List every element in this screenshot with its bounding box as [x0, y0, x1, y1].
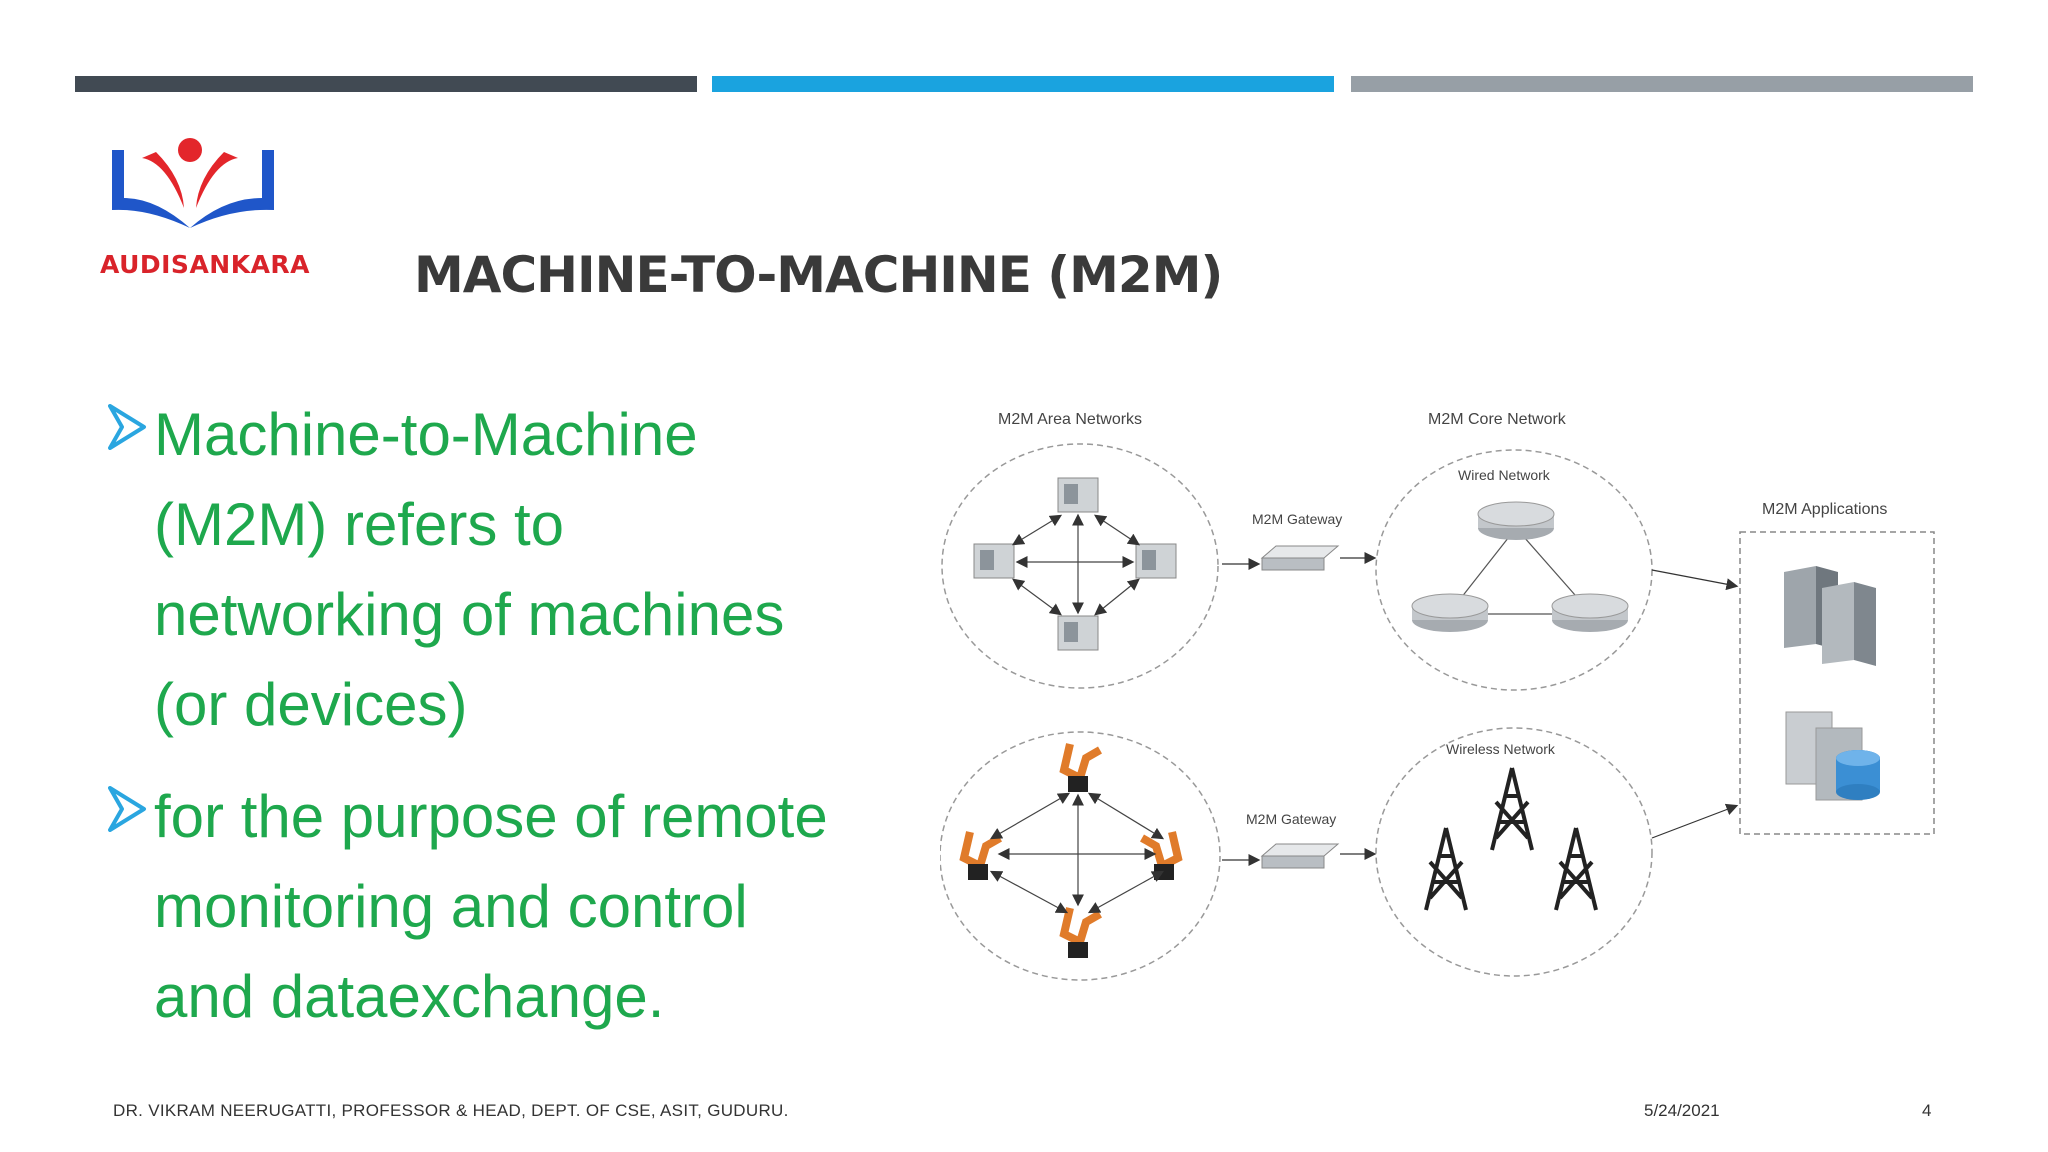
logo-text: AUDISANKARA — [100, 250, 311, 279]
applications-box — [1739, 531, 1935, 835]
cell-tower-icon — [1490, 767, 1534, 851]
bullet-item: for the purpose of remote monitoring and… — [108, 772, 908, 1042]
applications-label: M2M Applications — [1762, 501, 1887, 518]
gateway-device-icon — [1260, 545, 1340, 571]
robot-icon — [1059, 743, 1102, 792]
gateway-device-icon — [1260, 843, 1340, 869]
server-icon — [1784, 566, 1876, 666]
top-bar-blue — [712, 76, 1334, 92]
robot-links — [989, 792, 1165, 914]
arrow-bullet-icon — [108, 404, 146, 450]
cell-tower-icon — [1424, 827, 1468, 911]
wireless-network-circle — [1375, 727, 1653, 977]
router-icon — [1477, 501, 1555, 540]
core-network-label: M2M Core Network — [1428, 411, 1567, 428]
area-network-circle-robots — [940, 731, 1221, 981]
wired-network-label: Wired Network — [1458, 467, 1551, 483]
m2m-architecture-diagram: M2M Area Networks M2M Core Network Wired… — [940, 411, 1935, 981]
top-bar-gray — [1351, 76, 1973, 92]
arrow-bullet-icon — [108, 786, 146, 832]
robot-icon — [959, 831, 1002, 880]
wireless-network-label: Wireless Network — [1446, 741, 1556, 757]
area-networks-label: M2M Area Networks — [998, 411, 1142, 428]
gateway-top-label: M2M Gateway — [1252, 511, 1342, 527]
top-bar-dark — [75, 76, 697, 92]
router-icon — [1411, 593, 1489, 632]
database-server-icon — [1785, 711, 1880, 801]
robot-icon — [1059, 907, 1102, 958]
footer-author: DR. VIKRAM NEERUGATTI, PROFESSOR & HEAD,… — [113, 1101, 789, 1120]
machine-icon — [1057, 615, 1099, 651]
machine-icon — [973, 543, 1015, 579]
bullet-list: Machine-to-Machine (M2M) refers to netwo… — [108, 390, 908, 1064]
wired-network-circle — [1375, 449, 1653, 691]
machine-icon — [1057, 477, 1099, 513]
bullet-item: Machine-to-Machine (M2M) refers to netwo… — [108, 390, 908, 750]
footer-date: 5/24/2021 — [1644, 1101, 1720, 1120]
area-network-circle-machines — [941, 443, 1219, 689]
page-number: 4 — [1922, 1101, 1932, 1120]
machine-icon — [1135, 543, 1177, 579]
bullet-text: for the purpose of remote monitoring and… — [154, 783, 828, 1030]
gateway-bottom-label: M2M Gateway — [1246, 811, 1336, 827]
audisankara-logo — [112, 138, 274, 228]
machine-links — [1011, 513, 1140, 616]
arrow-wired-to-apps — [1651, 569, 1739, 591]
cell-tower-icon — [1554, 827, 1598, 911]
arrow-wireless-to-apps — [1651, 803, 1739, 839]
slide-title: MACHINE-TO-MACHINE (M2M) — [414, 246, 1223, 304]
bullet-text: Machine-to-Machine (M2M) refers to netwo… — [154, 401, 785, 738]
router-icon — [1551, 593, 1629, 632]
